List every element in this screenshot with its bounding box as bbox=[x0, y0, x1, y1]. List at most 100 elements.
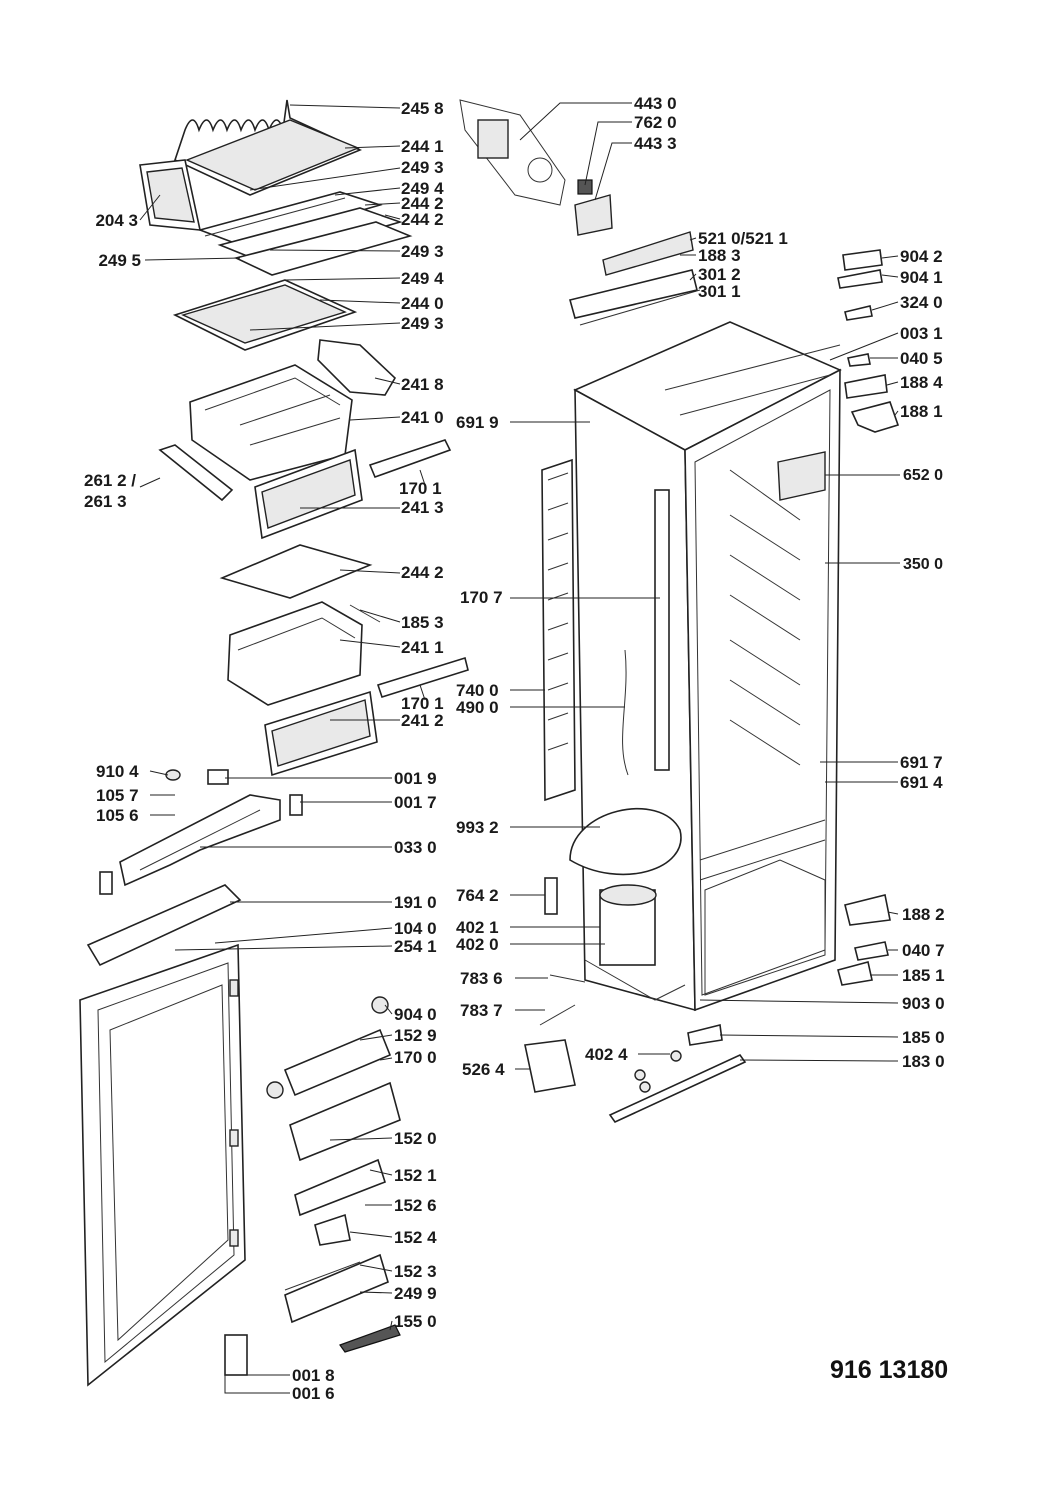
callout-label: 244 1 bbox=[401, 137, 444, 156]
callout-label: 301 1 bbox=[698, 282, 741, 301]
callout-label: 249 3 bbox=[401, 314, 444, 333]
callout-label: 105 6 bbox=[96, 806, 139, 825]
callout-label: 402 0 bbox=[456, 935, 499, 954]
callout-label: 152 0 bbox=[394, 1129, 437, 1148]
callout-label: 350 0 bbox=[903, 556, 943, 573]
leader-lines bbox=[139, 102, 900, 1394]
part-door bbox=[79, 884, 246, 1387]
callout-label: 104 0 bbox=[394, 919, 437, 938]
callout-label: 001 9 bbox=[394, 769, 437, 788]
part-side-box bbox=[139, 159, 202, 231]
callout-label: 521 0/521 1 bbox=[698, 229, 788, 248]
callout-label: 152 9 bbox=[394, 1026, 437, 1045]
callout-label: 402 4 bbox=[585, 1045, 628, 1064]
callout-label: 910 4 bbox=[96, 762, 139, 781]
callout-label: 261 2 / bbox=[84, 471, 136, 490]
callout-label: 691 7 bbox=[900, 753, 943, 772]
part-drawer-front-upper bbox=[254, 439, 452, 540]
callout-label: 740 0 bbox=[456, 681, 499, 700]
callout-label: 324 0 bbox=[900, 293, 943, 312]
callout-label: 185 3 bbox=[401, 613, 444, 632]
callout-label: 254 1 bbox=[394, 937, 437, 956]
part-drawer-front-lower bbox=[264, 656, 469, 777]
callout-label: 188 2 bbox=[902, 905, 945, 924]
parts-drawing bbox=[79, 99, 900, 1387]
callout-label: 526 4 bbox=[462, 1060, 505, 1079]
callout-label: 003 1 bbox=[900, 324, 943, 343]
callout-label: 170 0 bbox=[394, 1048, 437, 1067]
callout-label: 443 0 bbox=[634, 94, 677, 113]
callout-label: 152 3 bbox=[394, 1262, 437, 1281]
part-lower-right bbox=[524, 894, 891, 1124]
callout-label: 191 0 bbox=[394, 893, 437, 912]
callout-label: 249 4 bbox=[401, 269, 444, 288]
callout-label: 001 8 bbox=[292, 1366, 335, 1385]
callout-label: 249 5 bbox=[98, 251, 141, 270]
callout-label: 170 1 bbox=[399, 479, 442, 498]
part-door-shelves bbox=[224, 996, 401, 1376]
callout-label: 245 8 bbox=[401, 99, 444, 118]
callout-label: 443 3 bbox=[634, 134, 677, 153]
callout-label: 241 8 bbox=[401, 375, 444, 394]
part-control-board bbox=[569, 231, 701, 326]
callout-label: 904 1 bbox=[900, 268, 943, 287]
callout-label: 903 0 bbox=[902, 994, 945, 1013]
part-glass-shelves-upper bbox=[197, 191, 413, 276]
part-right-top-parts bbox=[837, 249, 900, 433]
callout-label: 040 7 bbox=[902, 941, 945, 960]
callout-label: 170 7 bbox=[460, 588, 503, 607]
callout-label: 762 0 bbox=[634, 113, 677, 132]
callout-label: 244 2 bbox=[401, 210, 444, 229]
callout-label: 783 7 bbox=[460, 1001, 503, 1020]
callout-label: 040 5 bbox=[900, 349, 943, 368]
callout-label: 249 9 bbox=[394, 1284, 437, 1303]
callout-label: 185 0 bbox=[902, 1028, 945, 1047]
callout-label: 764 2 bbox=[456, 886, 499, 905]
part-compressor bbox=[544, 807, 686, 1001]
callout-label: 402 1 bbox=[456, 918, 499, 937]
callout-label: 001 7 bbox=[394, 793, 437, 812]
callout-label: 152 6 bbox=[394, 1196, 437, 1215]
part-hinge-assembly bbox=[99, 769, 303, 895]
part-wavy-tray bbox=[174, 99, 363, 196]
callout-label: 241 2 bbox=[401, 711, 444, 730]
callout-label: 241 0 bbox=[401, 408, 444, 427]
callout-label: 244 2 bbox=[401, 194, 444, 213]
part-fan-assembly bbox=[459, 99, 613, 236]
callout-label: 244 2 bbox=[401, 563, 444, 582]
callout-label: 241 3 bbox=[401, 498, 444, 517]
part-glass-shelf bbox=[172, 279, 358, 351]
callout-label: 188 1 bbox=[900, 402, 943, 421]
part-glass-shelf-middle bbox=[219, 544, 373, 599]
callout-label: 652 0 bbox=[903, 467, 943, 484]
callout-label: 241 1 bbox=[401, 638, 444, 657]
callout-label: 490 0 bbox=[456, 698, 499, 717]
callout-label: 183 0 bbox=[902, 1052, 945, 1071]
callout-label: 993 2 bbox=[456, 818, 499, 837]
callout-label: 188 4 bbox=[900, 373, 943, 392]
callout-label: 170 1 bbox=[401, 694, 444, 713]
callout-label: 904 2 bbox=[900, 247, 943, 266]
callout-label: 249 4 bbox=[401, 179, 444, 198]
callout-label: 185 1 bbox=[902, 966, 945, 985]
callout-label: 001 6 bbox=[292, 1384, 335, 1403]
callout-label: 152 4 bbox=[394, 1228, 437, 1247]
callout-label: 033 0 bbox=[394, 838, 437, 857]
callout-label: 783 6 bbox=[460, 969, 503, 988]
part-freezer-drawer-upper bbox=[158, 339, 397, 502]
callout-labels: 245 8 244 1 249 3 249 4 244 2 244 2 204 … bbox=[84, 94, 945, 1403]
callout-label: 188 3 bbox=[698, 246, 741, 265]
part-freezer-drawer-lower bbox=[227, 601, 381, 706]
callout-label: 691 9 bbox=[456, 413, 499, 432]
callout-label: 301 2 bbox=[698, 265, 741, 284]
callout-label: 691 4 bbox=[900, 773, 943, 792]
callout-label: 249 3 bbox=[401, 158, 444, 177]
callout-label: 204 3 bbox=[95, 211, 138, 230]
callout-label: 152 1 bbox=[394, 1166, 437, 1185]
callout-label: 244 0 bbox=[401, 294, 444, 313]
callout-label: 155 0 bbox=[394, 1312, 437, 1331]
callout-label: 249 3 bbox=[401, 242, 444, 261]
callout-label: 105 7 bbox=[96, 786, 139, 805]
